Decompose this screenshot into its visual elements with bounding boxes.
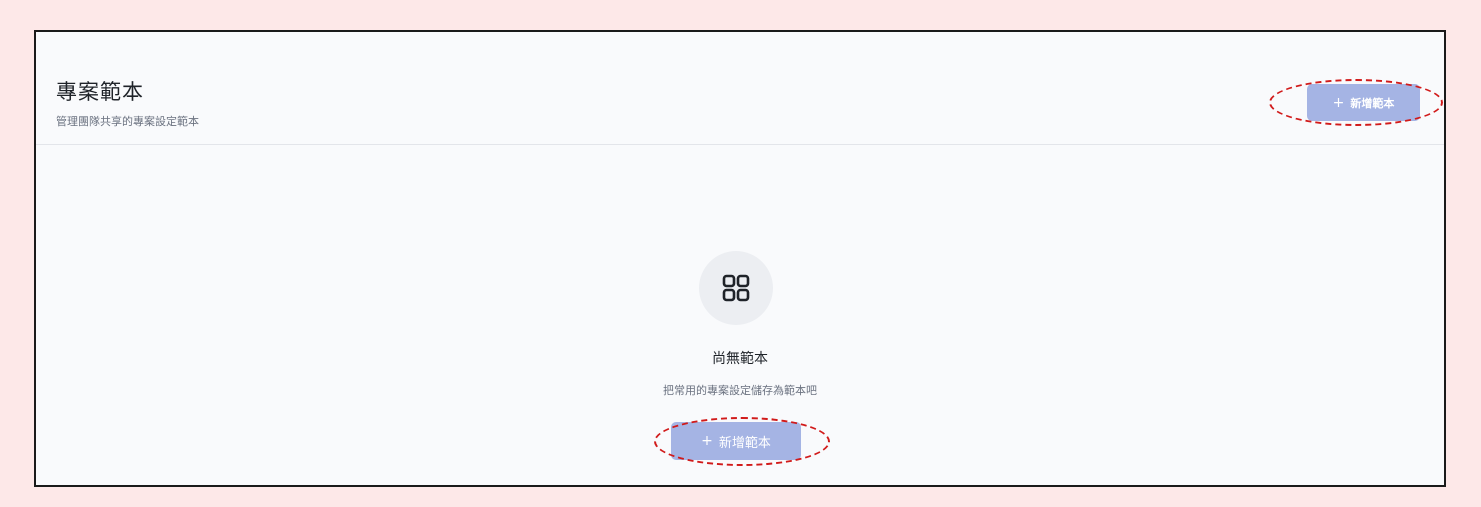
grid-icon	[699, 251, 773, 325]
empty-state-title: 尚無範本	[712, 351, 768, 367]
add-template-button-header[interactable]: + 新增範本	[1307, 84, 1420, 121]
plus-icon: +	[1332, 94, 1345, 111]
plus-icon: +	[701, 433, 713, 449]
page-subtitle: 管理團隊共享的專案設定範本	[56, 115, 199, 128]
page-header: 專案範本 管理團隊共享的專案設定範本 + 新增範本	[36, 32, 1444, 145]
add-template-button-empty-state[interactable]: + 新增範本	[671, 422, 801, 460]
page-title: 專案範本	[56, 80, 144, 104]
templates-panel: 專案範本 管理團隊共享的專案設定範本 + 新增範本 尚無範本 把常用的專案設定儲…	[34, 30, 1446, 487]
add-template-label: 新增範本	[1350, 96, 1395, 110]
add-template-label: 新增範本	[718, 435, 771, 451]
empty-state-description: 把常用的專案設定儲存為範本吧	[663, 384, 817, 397]
